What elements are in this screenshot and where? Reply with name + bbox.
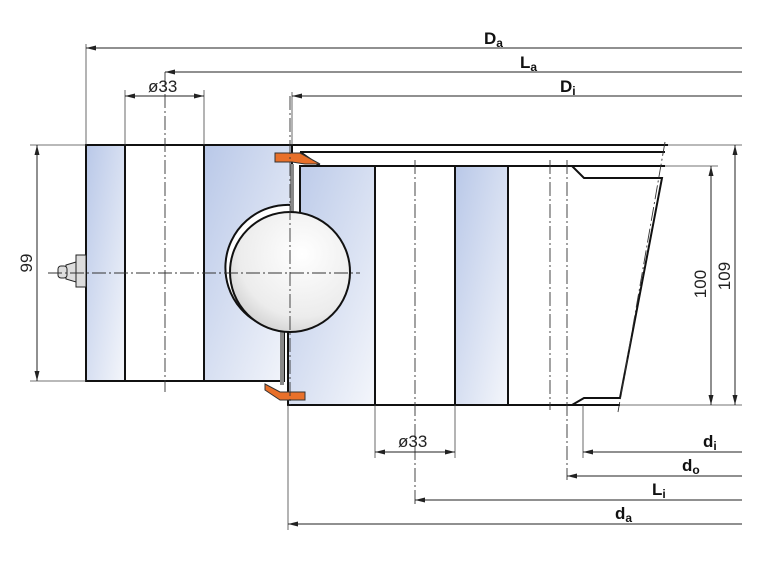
- dim-height-outer: 99: [17, 254, 36, 273]
- dim-label-da: da: [615, 504, 632, 525]
- dim-label-Da: Da: [484, 29, 503, 50]
- top-seal: [274, 152, 321, 165]
- grease-nipple-icon: [57, 254, 87, 288]
- gap-top: [290, 164, 294, 214]
- dim-height-total: 109: [715, 262, 734, 290]
- bottom-seal: [264, 383, 306, 401]
- dim-label-La: La: [520, 53, 537, 74]
- dim-height-inner: 100: [691, 270, 710, 298]
- outer-ring: [85, 144, 293, 382]
- gap-bottom: [280, 330, 284, 385]
- dim-label-Li: Li: [652, 480, 666, 501]
- dim-label-do: do: [682, 456, 700, 477]
- outer-bolt-hole: [124, 144, 205, 382]
- inner-ring: [287, 165, 665, 406]
- dim-hole-outer: ø33: [148, 77, 177, 96]
- dim-label-Di: Di: [560, 77, 576, 98]
- dim-hole-inner: ø33: [398, 432, 427, 451]
- dim-label-di: di: [703, 432, 717, 453]
